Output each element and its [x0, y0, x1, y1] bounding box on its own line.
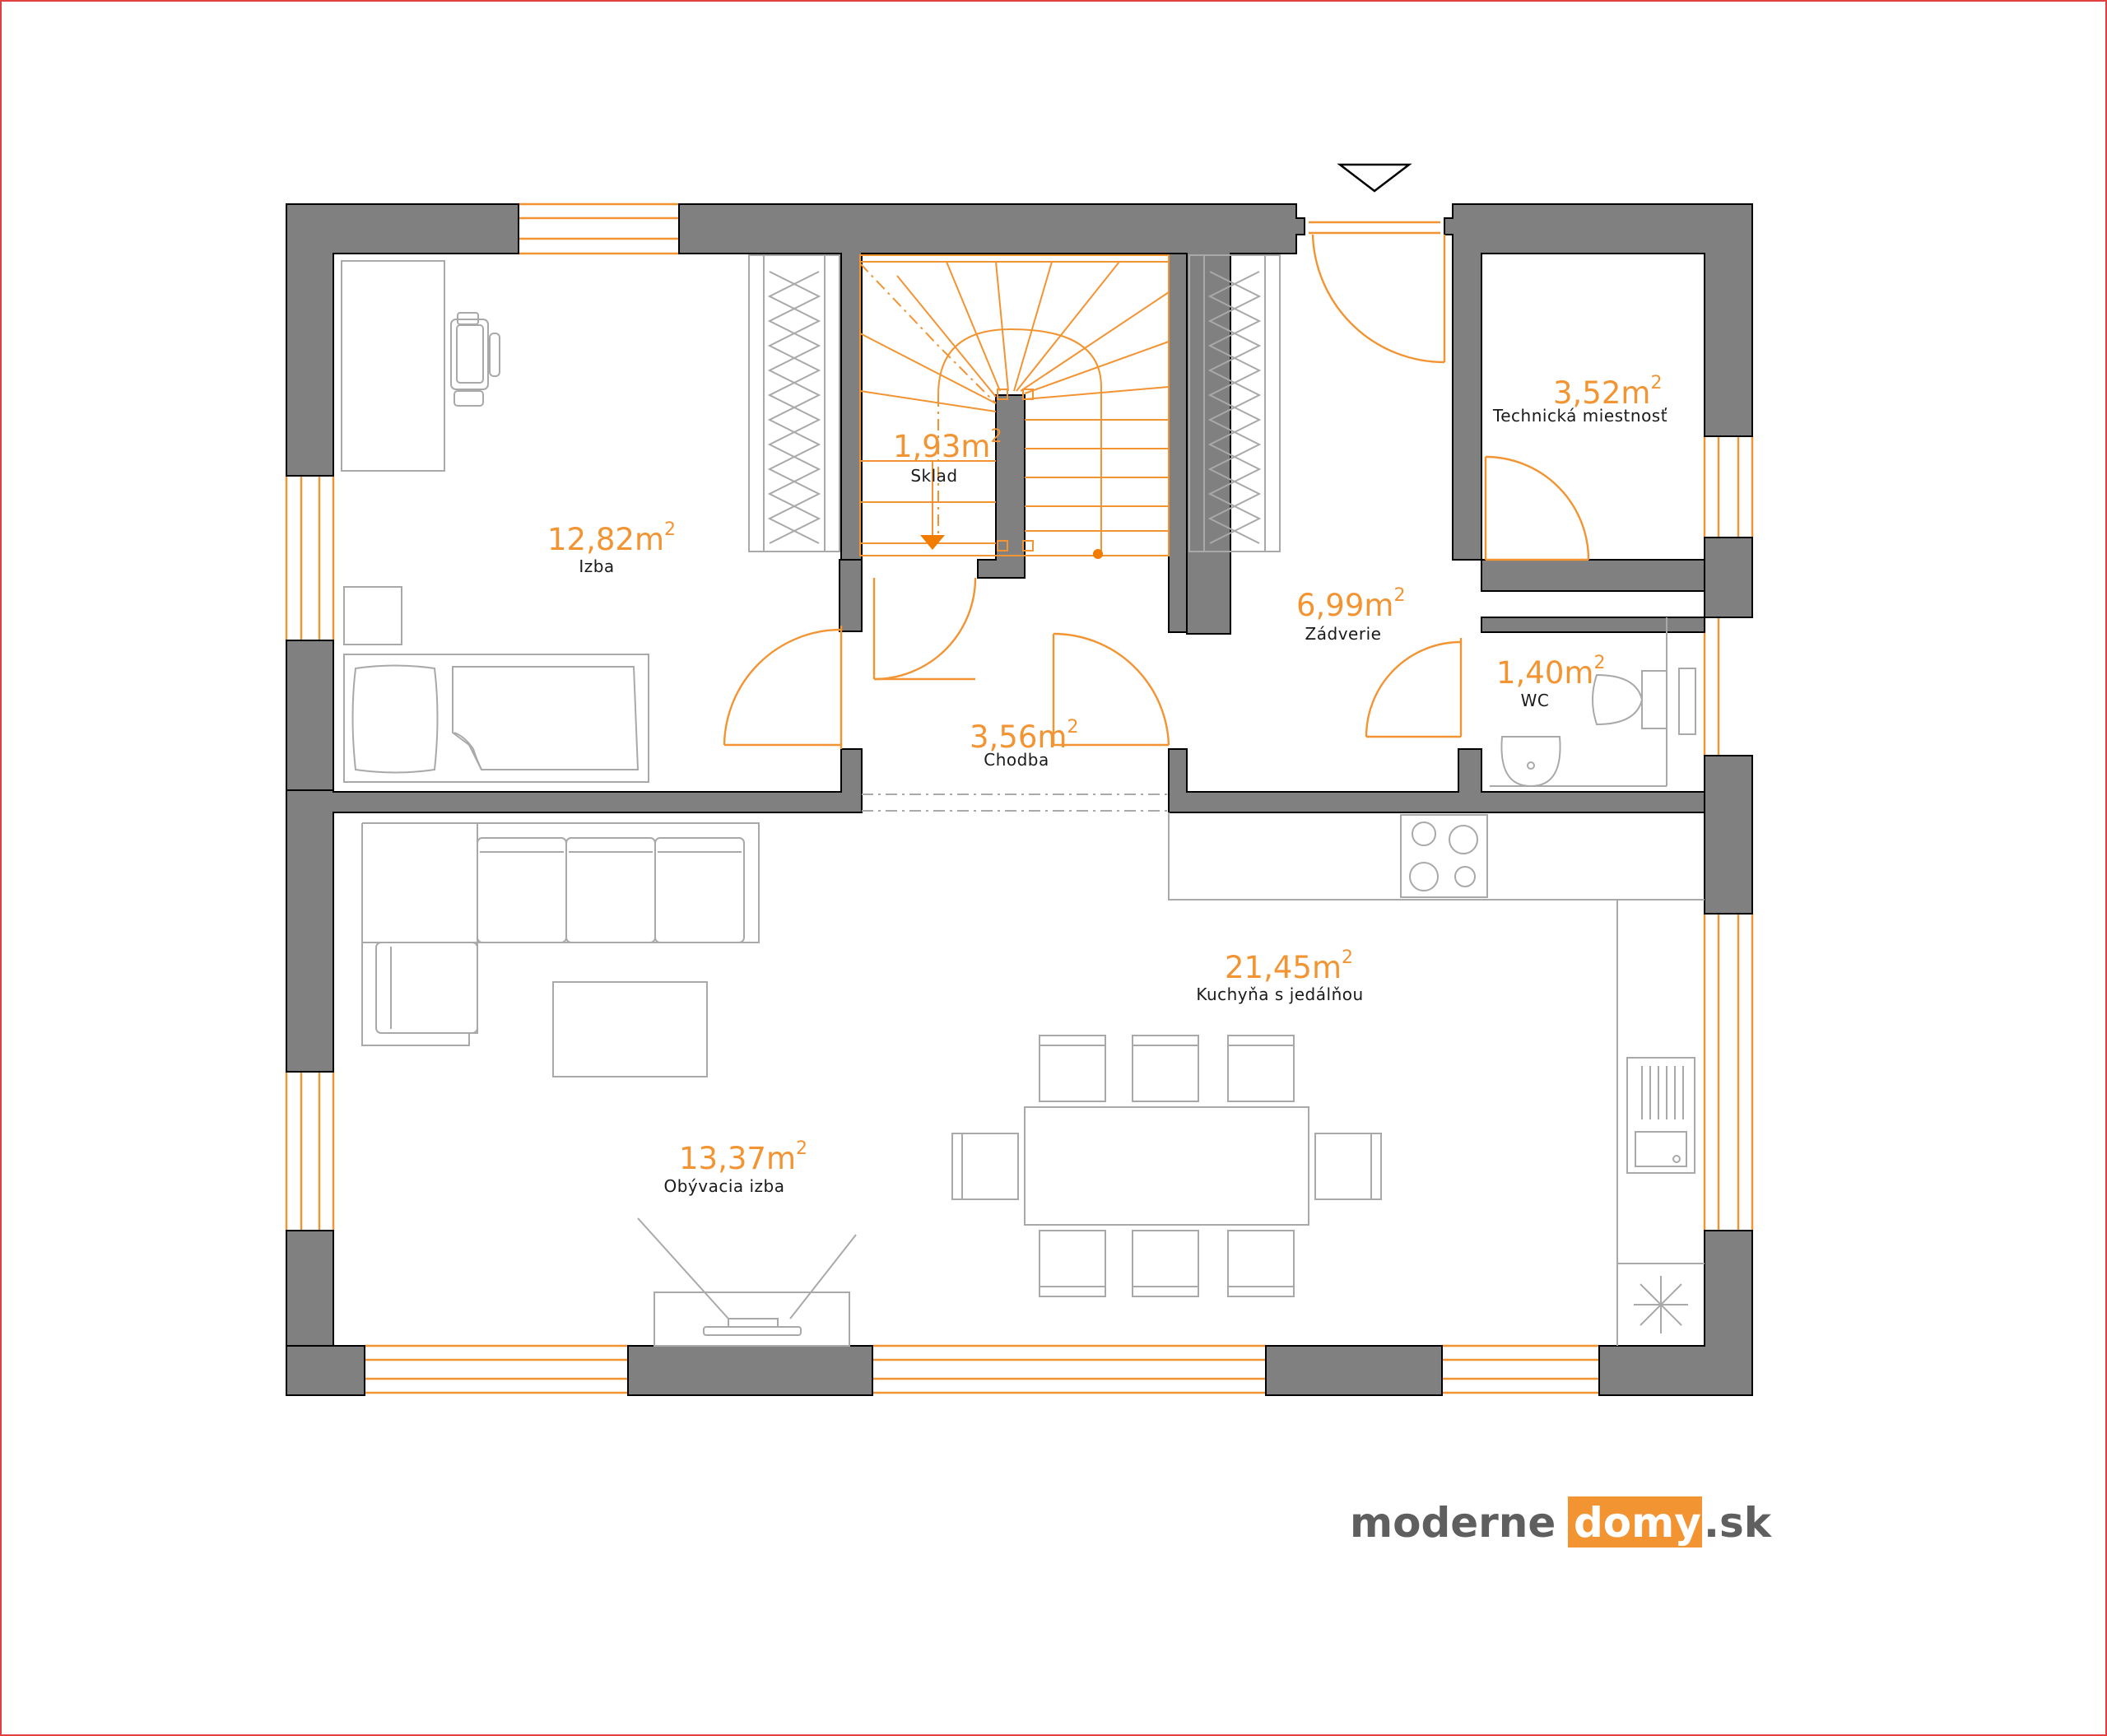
room-area-sup: 2 — [1650, 373, 1662, 393]
bed — [343, 654, 649, 783]
room-area-sup: 2 — [1067, 717, 1078, 738]
room-area-value: 6,99 — [1296, 588, 1364, 623]
kitchen-counter — [1168, 812, 1705, 1346]
room-area-unit: m — [1037, 719, 1067, 755]
walls — [286, 203, 1753, 1396]
cooktop — [1400, 814, 1488, 898]
window-right-technicka — [1703, 436, 1754, 538]
room-area-value: 1,40 — [1496, 655, 1564, 691]
room-name: Izba — [579, 556, 614, 576]
brand-logo: moderne domy .sk — [1350, 1496, 1773, 1548]
room-area-value: 1,93 — [893, 429, 960, 464]
toilet — [1592, 668, 1696, 735]
nightstand — [343, 586, 402, 645]
room-area-sup: 2 — [990, 426, 1002, 447]
window-izba-top — [519, 202, 679, 255]
room-area: 12,82m2 — [547, 519, 676, 557]
room-area-unit: m — [960, 429, 990, 464]
room-labels: 12,82m2Izba1,93m2Sklad3,56m2Chodba6,99m2… — [547, 373, 1667, 1196]
room-area: 21,45m2 — [1225, 947, 1353, 985]
window-living-left — [285, 1072, 335, 1231]
corner-sofa — [361, 822, 760, 1046]
room-area-unit: m — [1312, 950, 1342, 985]
room-area: 1,93m2 — [893, 426, 1002, 464]
room-area-value: 21,45 — [1225, 950, 1312, 985]
room-area: 13,37m2 — [679, 1138, 807, 1176]
room-area-sup: 2 — [1393, 585, 1405, 606]
dining-table — [1024, 1106, 1309, 1226]
tv-unit — [637, 1217, 857, 1347]
room-name: Technická miestnosť — [1492, 406, 1667, 426]
room-area-unit: m — [1564, 655, 1593, 691]
room-area-sup: 2 — [1593, 653, 1605, 673]
entrance-door — [1309, 221, 1446, 364]
doors — [723, 455, 1590, 749]
room-area-unit: m — [1364, 588, 1393, 623]
wardrobe-izba — [748, 254, 840, 552]
fridge-icon — [1634, 1276, 1688, 1333]
room-area-sup: 2 — [796, 1138, 807, 1159]
logo-text-domy: domy — [1574, 1499, 1701, 1547]
room-name: Kuchyňa s jedálňou — [1196, 984, 1363, 1004]
room-area-value: 13,37 — [679, 1141, 766, 1176]
room-area-value: 12,82 — [547, 522, 635, 557]
window-bottom-3 — [1442, 1344, 1599, 1394]
window-bottom-2 — [872, 1344, 1266, 1394]
dining-chairs — [951, 1035, 1382, 1297]
room-area-sup: 2 — [1342, 947, 1353, 968]
room-name: Sklad — [910, 466, 957, 486]
stair-start-dot — [1093, 549, 1103, 559]
room-area: 3,52m2 — [1553, 373, 1662, 411]
window-right-wc — [1703, 617, 1720, 756]
room-area: 6,99m2 — [1296, 585, 1405, 623]
room-area-unit: m — [1621, 375, 1650, 411]
coffee-table — [552, 981, 708, 1077]
room-name: Zádverie — [1305, 624, 1382, 644]
room-area: 3,56m2 — [970, 717, 1078, 755]
room-area-unit: m — [766, 1141, 796, 1176]
logo-highlight — [1568, 1496, 1702, 1548]
desk — [341, 260, 445, 472]
entrance-arrow-icon — [1337, 163, 1412, 193]
window-bottom-1 — [365, 1344, 628, 1394]
logo-text-sk: .sk — [1704, 1499, 1773, 1547]
windows — [285, 202, 1754, 1394]
staircase — [859, 254, 1170, 559]
room-area-value: 3,56 — [970, 719, 1037, 755]
office-chair — [450, 312, 500, 407]
window-right-kitchen — [1703, 914, 1754, 1231]
logo-text-moderne: moderne — [1350, 1499, 1556, 1547]
wardrobe-zadverie — [1188, 254, 1281, 552]
kitchen-sink — [1626, 1057, 1695, 1174]
window-izba-left — [285, 476, 335, 640]
room-name: Obývacia izba — [663, 1176, 784, 1196]
room-area-unit: m — [635, 522, 664, 557]
room-area-sup: 2 — [664, 519, 676, 540]
stair-arrow-icon — [920, 535, 945, 550]
room-name: Chodba — [984, 750, 1049, 770]
room-area: 1,40m2 — [1496, 653, 1605, 691]
room-area-value: 3,52 — [1553, 375, 1621, 411]
room-name: WC — [1521, 691, 1550, 710]
wc-sink — [1500, 736, 1561, 788]
